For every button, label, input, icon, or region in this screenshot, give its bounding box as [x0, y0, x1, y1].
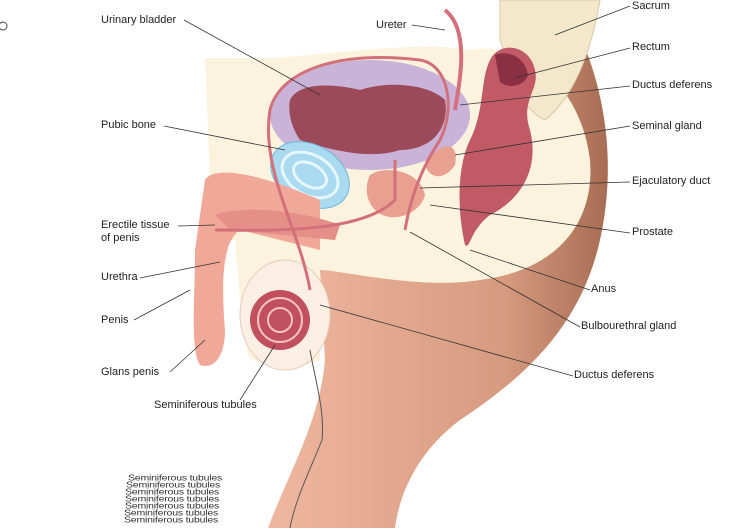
artifact-label: Seminiferous tubules	[125, 487, 220, 497]
label-bulbourethral-gland: Bulbourethral gland	[581, 320, 677, 332]
label-erectile-tissue-2: of penis	[101, 232, 140, 244]
label-urethra: Urethra	[101, 271, 138, 283]
label-ductus-deferens-top: Ductus deferens	[632, 79, 713, 91]
label-erectile-tissue-1: Erectile tissue	[101, 219, 170, 231]
urethra	[214, 160, 397, 232]
artifact-label: Seminiferous tubules	[126, 480, 221, 490]
artifact-label: Seminiferous tubules	[128, 473, 223, 483]
erectile-tissue	[215, 209, 340, 240]
artifact-label: Seminiferous tubules	[124, 508, 219, 518]
ductus-deferens	[267, 56, 450, 291]
ureter	[443, 8, 464, 111]
label-urinary-bladder: Urinary bladder	[101, 14, 177, 26]
label-rectum: Rectum	[632, 41, 670, 53]
label-seminal-gland: Seminal gland	[632, 120, 702, 132]
artifact-label: Seminiferous tubules	[124, 515, 219, 525]
leader-lines	[133, 5, 631, 401]
label-ejaculatory-duct: Ejaculatory duct	[632, 175, 711, 187]
label-seminiferous-tubules: Seminiferous tubules	[154, 399, 257, 411]
urinary-bladder	[289, 84, 446, 155]
seminal-gland	[425, 146, 456, 177]
artifact-label: Seminiferous tubules	[125, 501, 220, 511]
label-pubic-bone: Pubic bone	[101, 119, 157, 131]
rectum	[459, 47, 536, 246]
label-penis: Penis	[101, 314, 129, 326]
label-sacrum: Sacrum	[632, 0, 670, 12]
label-glans-penis: Glans penis	[101, 366, 160, 378]
label-ureter: Ureter	[376, 19, 407, 31]
label-anus: Anus	[591, 283, 617, 295]
artifact-label: Seminiferous tubules	[125, 494, 220, 504]
label-prostate: Prostate	[632, 226, 673, 238]
label-ductus-deferens-bottom: Ductus deferens	[574, 369, 655, 381]
corner-icon	[0, 21, 8, 31]
